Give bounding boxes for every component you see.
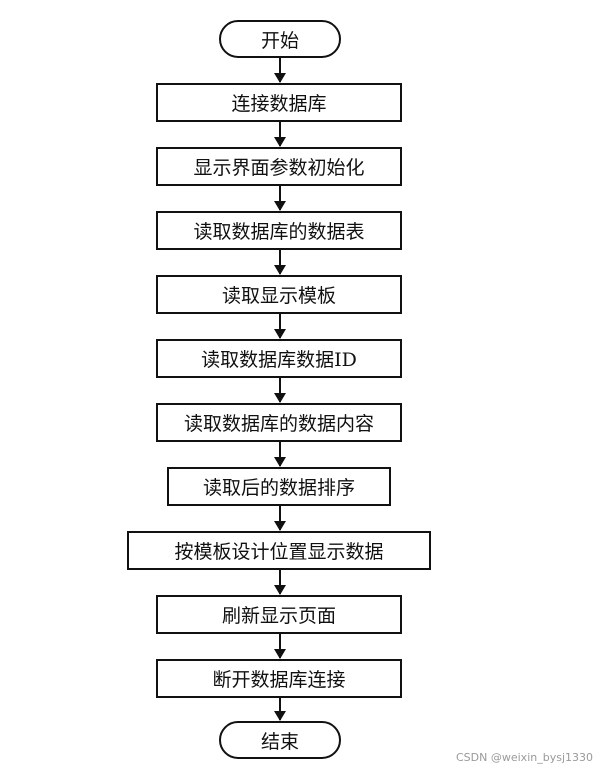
step-display-by-template: 按模板设计位置显示数据 [127, 531, 431, 570]
step-label: 显示界面参数初始化 [193, 157, 365, 179]
step-read-display-template: 读取显示模板 [156, 275, 402, 314]
step-init-display-params: 显示界面参数初始化 [156, 147, 402, 186]
step-read-data-table: 读取数据库的数据表 [156, 211, 402, 250]
csdn-watermark: CSDN @weixin_bysj1330 [456, 751, 593, 764]
end-terminal: 结束 [219, 721, 341, 759]
start-terminal: 开始 [219, 20, 341, 58]
step-sort-data: 读取后的数据排序 [167, 467, 391, 506]
step-label: 读取显示模板 [221, 285, 336, 307]
step-read-data-id: 读取数据库数据ID [156, 339, 402, 378]
step-label: 按模板设计位置显示数据 [174, 541, 384, 563]
step-label: 刷新显示页面 [221, 605, 336, 627]
step-label: 读取数据库的数据内容 [183, 413, 374, 435]
step-read-data-content: 读取数据库的数据内容 [156, 403, 402, 442]
step-label: 读取后的数据排序 [202, 477, 355, 499]
step-label: 断开数据库连接 [212, 669, 346, 691]
step-connect-database: 连接数据库 [156, 83, 402, 122]
step-label: 读取数据库的数据表 [193, 221, 365, 243]
step-refresh-page: 刷新显示页面 [156, 595, 402, 634]
step-label: 读取数据库数据ID [201, 349, 357, 371]
end-label: 结束 [260, 730, 299, 753]
step-disconnect-database: 断开数据库连接 [156, 659, 402, 698]
start-label: 开始 [260, 29, 299, 52]
step-label: 连接数据库 [231, 93, 327, 115]
